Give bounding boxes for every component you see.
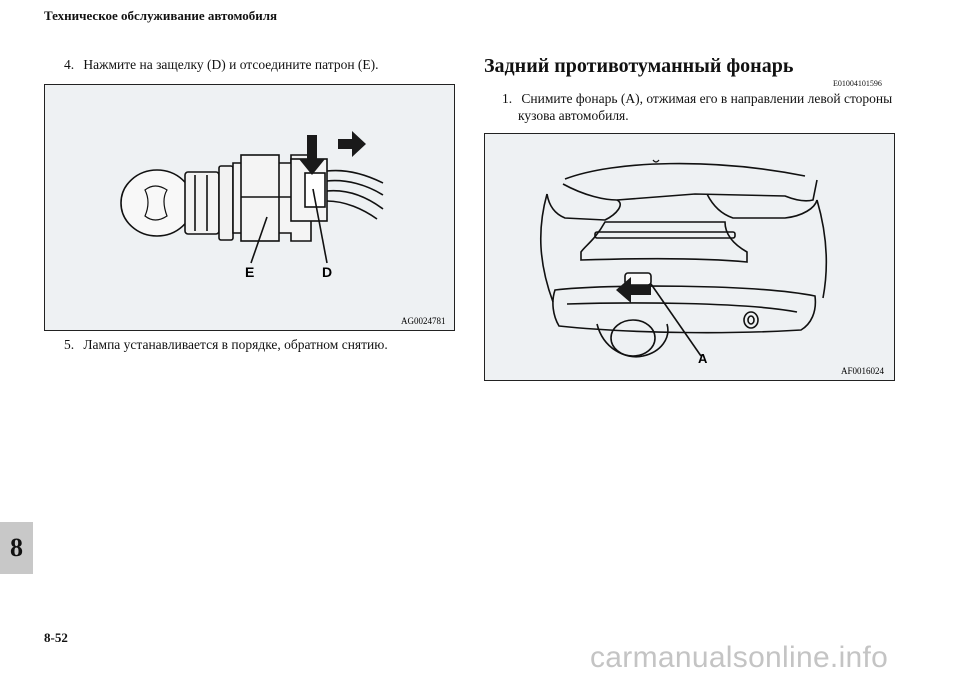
step-1-line2: кузова автомобиля. xyxy=(518,108,629,123)
label-e: E xyxy=(245,264,254,280)
step-4-text: Нажмите на защелку (D) и отсоедините пат… xyxy=(83,57,379,72)
rear-fog-light-figure: A AF0016024 xyxy=(484,133,895,381)
section-code: E01004101596 xyxy=(833,79,882,88)
section-title: Задний противотуманный фонарь xyxy=(484,55,794,77)
rear-bumper-illustration: A AF0016024 xyxy=(540,159,885,376)
step-1-number: 1. xyxy=(502,91,513,106)
step-4: 4. Нажмите на защелку (D) и отсоедините … xyxy=(64,56,379,73)
step-5-text: Лампа устанавливается в порядке, обратно… xyxy=(83,337,388,352)
bulb-socket-illustration: E D AG0024781 xyxy=(120,131,446,326)
page-number: 8-52 xyxy=(44,630,68,645)
step-4-number: 4. xyxy=(64,57,75,72)
chapter-tab-number: 8 xyxy=(10,533,23,562)
step-5-number: 5. xyxy=(64,337,75,352)
figure-code: AF0016024 xyxy=(841,366,885,376)
step-5: 5. Лампа устанавливается в порядке, обра… xyxy=(64,336,388,353)
chapter-tab: 8 xyxy=(0,522,33,574)
figure-code: AG0024781 xyxy=(401,316,446,326)
bulb-socket-figure: E D AG0024781 xyxy=(44,84,455,331)
step-1: 1. Снимите фонарь (A), отжимая его в нап… xyxy=(502,90,892,124)
page-header: Техническое обслуживание автомобиля xyxy=(44,8,278,23)
label-d: D xyxy=(322,264,332,280)
watermark: carmanualsonline.info xyxy=(590,641,889,674)
label-a: A xyxy=(698,351,708,366)
step-1-line1: Снимите фонарь (A), отжимая его в направ… xyxy=(521,91,893,106)
